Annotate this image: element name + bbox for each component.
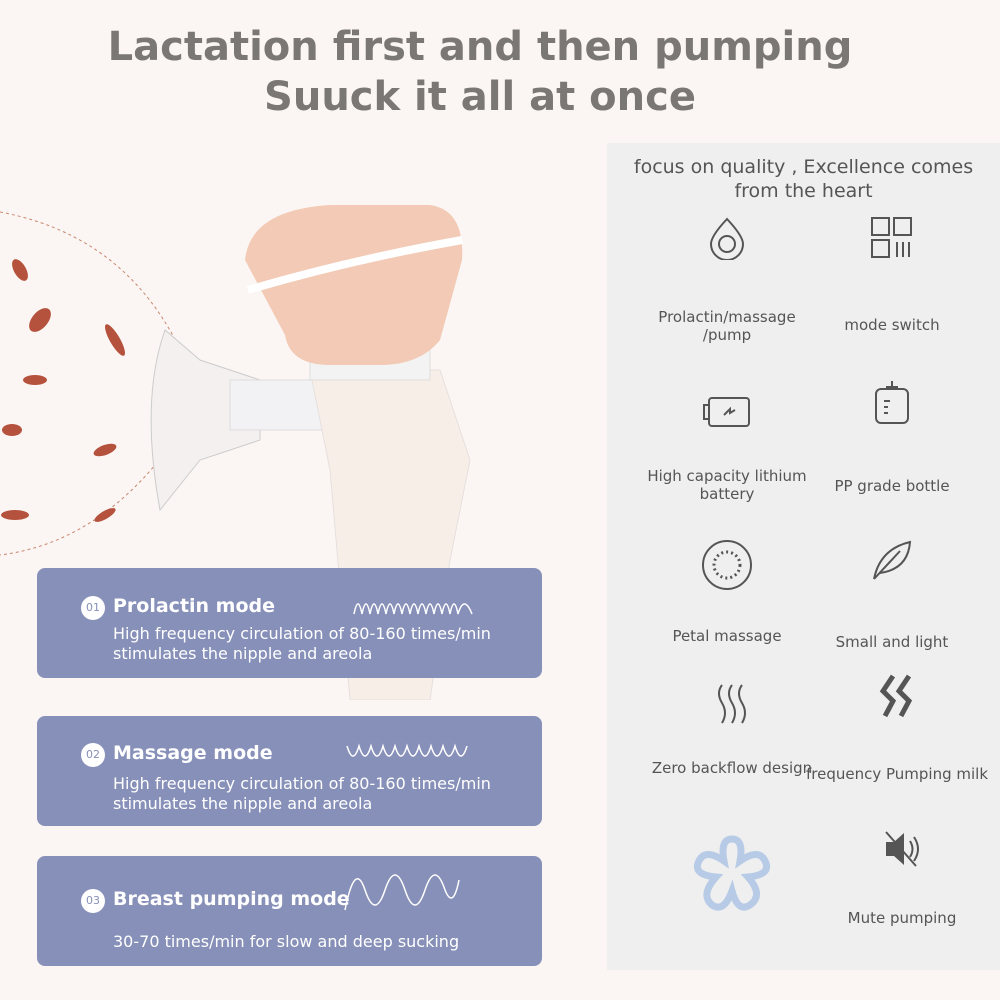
drop-icon bbox=[709, 217, 745, 260]
tagline-line-2: from the heart bbox=[734, 180, 873, 202]
panel-tagline: focus on quality , Excellence comes from… bbox=[607, 155, 1000, 203]
feature-label: Petal massage bbox=[672, 627, 782, 645]
mode-card-massage: 02 Massage mode High frequency circulati… bbox=[37, 716, 542, 826]
petal-massage-icon bbox=[702, 540, 752, 590]
feature-item: mode switch bbox=[797, 216, 987, 334]
feature-item: High capacity lithium battery bbox=[632, 395, 822, 503]
feature-label: mode switch bbox=[844, 316, 940, 334]
feature-item: Prolactin/massage /pump bbox=[632, 216, 822, 344]
breast-pump-product-image bbox=[0, 205, 471, 700]
tagline-line-1: focus on quality , Excellence comes bbox=[633, 156, 974, 178]
feature-label: frequency Pumping milk bbox=[805, 765, 989, 783]
backflow-arrows-icon bbox=[718, 684, 746, 724]
mute-icon bbox=[885, 831, 919, 867]
feature-label: High capacity lithium battery bbox=[647, 467, 807, 503]
mode-number: 01 bbox=[81, 596, 105, 620]
mode-grid-icon bbox=[871, 217, 912, 258]
feature-item bbox=[637, 833, 827, 917]
mode-description: High frequency circulation of 80-160 tim… bbox=[113, 774, 491, 793]
features-panel: focus on quality , Excellence comes from… bbox=[607, 143, 1000, 970]
feature-item: frequency Pumping milk bbox=[802, 673, 992, 783]
mode-description: 30-70 times/min for slow and deep suckin… bbox=[113, 932, 460, 951]
headline-line-2: Suuck it all at once bbox=[264, 74, 696, 120]
flower-icon bbox=[693, 835, 771, 911]
feature-item: Mute pumping bbox=[807, 829, 997, 927]
mode-title: Breast pumping mode bbox=[113, 888, 350, 910]
wave-icon bbox=[353, 603, 473, 615]
feature-label: Small and light bbox=[835, 633, 949, 651]
feature-label: Mute pumping bbox=[847, 909, 957, 927]
feature-item: PP grade bottle bbox=[797, 379, 987, 495]
mode-title: Prolactin mode bbox=[113, 595, 276, 617]
mode-card-breast-pumping: 03 Breast pumping mode 30-70 times/min f… bbox=[37, 856, 542, 966]
feature-label: PP grade bottle bbox=[834, 477, 950, 495]
wave-icon bbox=[344, 874, 460, 911]
headline: Lactation first and then pumping Suuck i… bbox=[0, 22, 1000, 122]
bottle-icon bbox=[875, 381, 909, 424]
feather-icon bbox=[873, 540, 912, 580]
wave-icon bbox=[346, 743, 468, 757]
mode-number: 03 bbox=[81, 889, 105, 913]
mode-card-prolactin: 01 Prolactin mode High frequency circula… bbox=[37, 568, 542, 678]
feature-item: Zero backflow design bbox=[637, 681, 827, 777]
headline-line-1: Lactation first and then pumping bbox=[107, 24, 853, 70]
feature-label: Zero backflow design bbox=[651, 759, 813, 777]
feature-item: Small and light bbox=[797, 539, 987, 651]
mode-title: Massage mode bbox=[113, 742, 273, 764]
mode-description: stimulates the nipple and areola bbox=[113, 794, 373, 813]
mode-description: High frequency circulation of 80-160 tim… bbox=[113, 624, 491, 643]
feature-label: Prolactin/massage /pump bbox=[658, 308, 796, 344]
frequency-icon bbox=[879, 674, 913, 718]
feature-item: Petal massage bbox=[632, 539, 822, 645]
battery-icon bbox=[703, 397, 750, 427]
mode-number: 02 bbox=[81, 743, 105, 767]
mode-description: stimulates the nipple and areola bbox=[113, 644, 373, 663]
